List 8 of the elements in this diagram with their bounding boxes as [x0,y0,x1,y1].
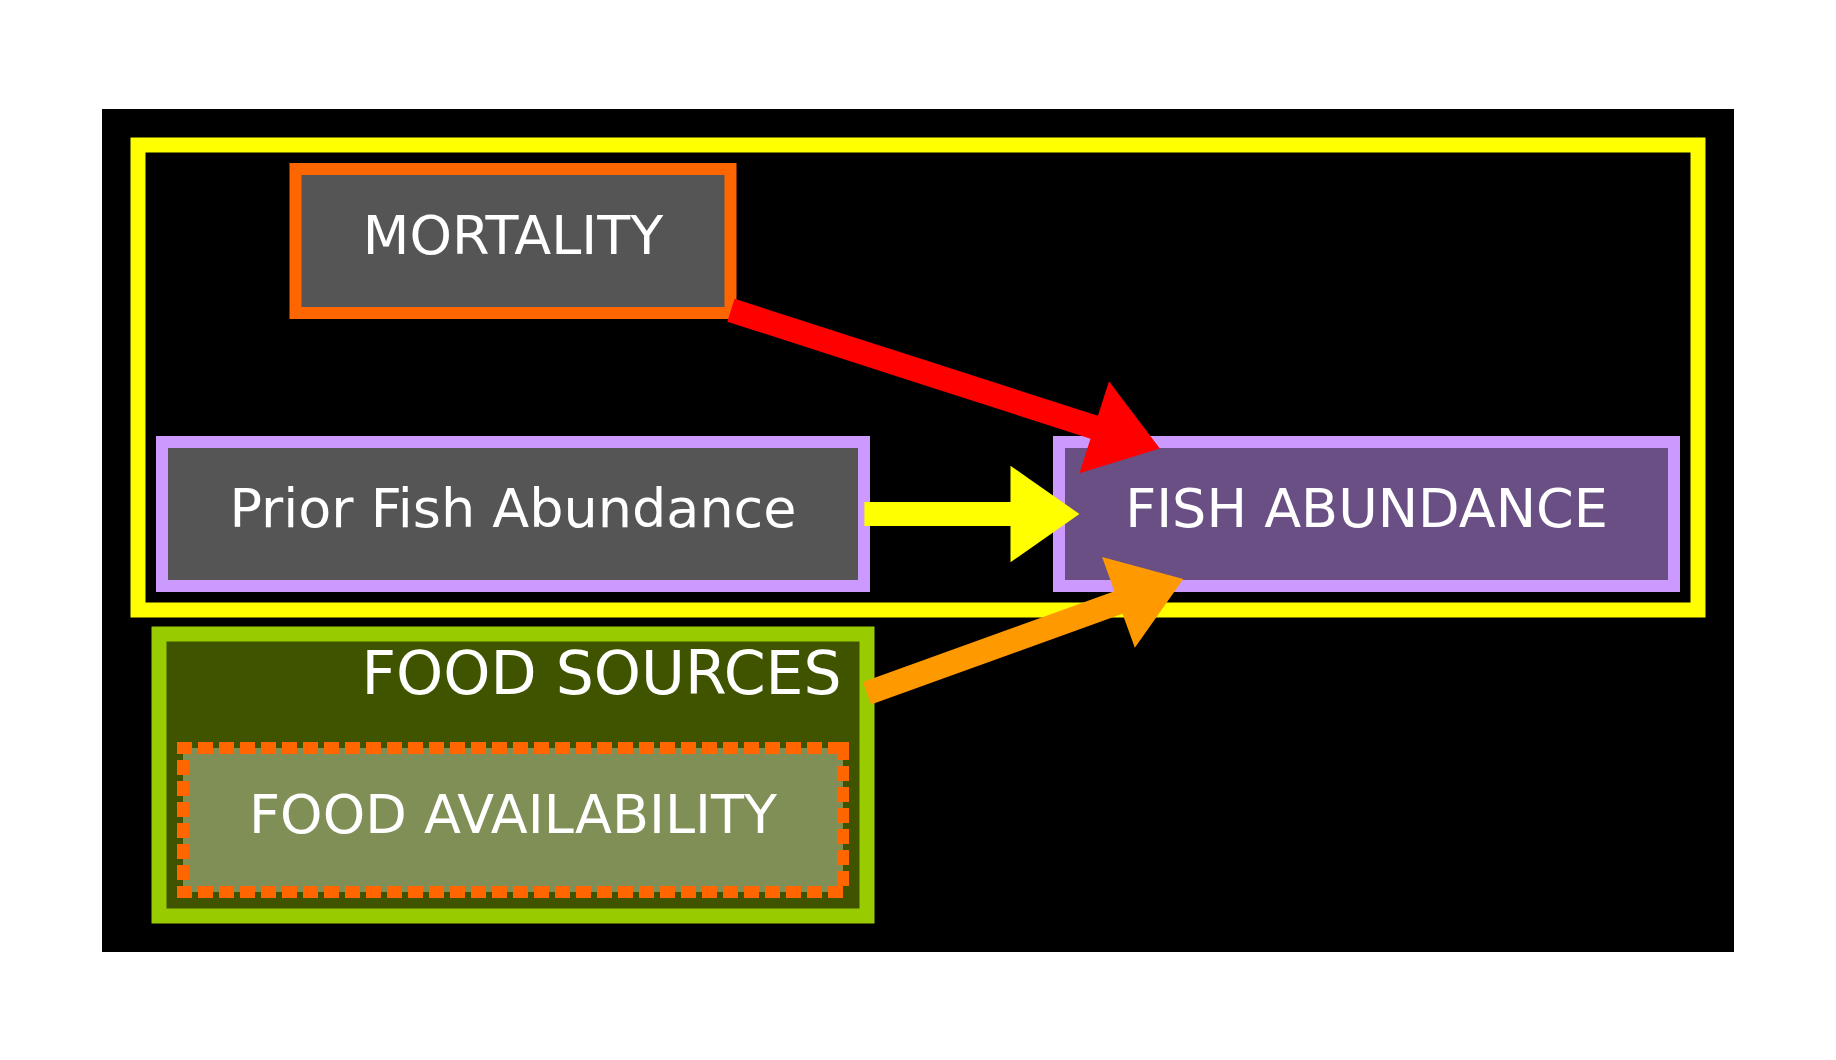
arrow [864,465,1080,562]
arrow [727,298,1160,473]
node-box: Prior Fish Abundance [156,435,870,592]
cluster [130,137,1706,617]
node-box: MORTALITY [289,162,737,319]
node-box: FOOD AVAILABILITY [177,741,849,898]
node-box: FISH ABUNDANCE [1053,435,1680,592]
arrow [862,556,1184,705]
